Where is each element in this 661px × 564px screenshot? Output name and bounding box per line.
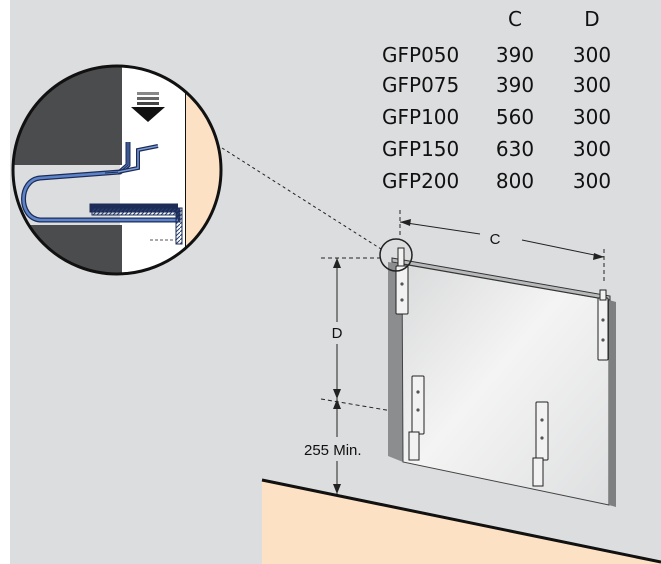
table-model: GFP200 xyxy=(382,169,459,193)
table-value-d: 300 xyxy=(573,43,611,67)
table-model: GFP050 xyxy=(382,43,459,67)
table-value-d: 300 xyxy=(573,105,611,129)
table-value-c: 800 xyxy=(496,169,534,193)
dimension-arrowheads xyxy=(333,219,604,494)
floor-line xyxy=(261,478,661,564)
table-header-d: D xyxy=(584,7,599,31)
table-value-d: 300 xyxy=(573,137,611,161)
down-arrow-icon xyxy=(131,92,165,122)
table-model: GFP100 xyxy=(382,105,459,129)
dimension-d-label: D xyxy=(332,325,343,342)
dimension-c-label: C xyxy=(490,231,501,248)
table-value-d: 300 xyxy=(573,73,611,97)
table-value-c: 390 xyxy=(496,43,534,67)
table-value-c: 390 xyxy=(496,73,534,97)
wall-brackets xyxy=(395,247,609,487)
bracket-holes xyxy=(400,282,605,440)
detail-marker-circle xyxy=(379,238,413,272)
table-header-c: C xyxy=(508,7,522,31)
table-value-c: 630 xyxy=(496,137,534,161)
table-row: GFP100 560 300 xyxy=(382,105,611,129)
table-value-c: 560 xyxy=(496,105,534,129)
table-row: GFP200 800 300 xyxy=(382,169,611,193)
table-row: GFP050 390 300 xyxy=(382,43,611,67)
zoom-leader-line xyxy=(221,147,382,250)
magnified-detail-border xyxy=(11,64,223,276)
table-value-d: 300 xyxy=(573,169,611,193)
table-row: GFP150 630 300 xyxy=(382,137,611,161)
table-model: GFP075 xyxy=(382,73,459,97)
table-model: GFP150 xyxy=(382,137,459,161)
dimension-min-label: 255 Min. xyxy=(304,442,362,459)
table-row: GFP075 390 300 xyxy=(382,73,611,97)
heater-panel xyxy=(388,257,616,507)
spec-table: C D GFP050 390 300 GFP075 390 300 GFP100… xyxy=(382,7,611,193)
